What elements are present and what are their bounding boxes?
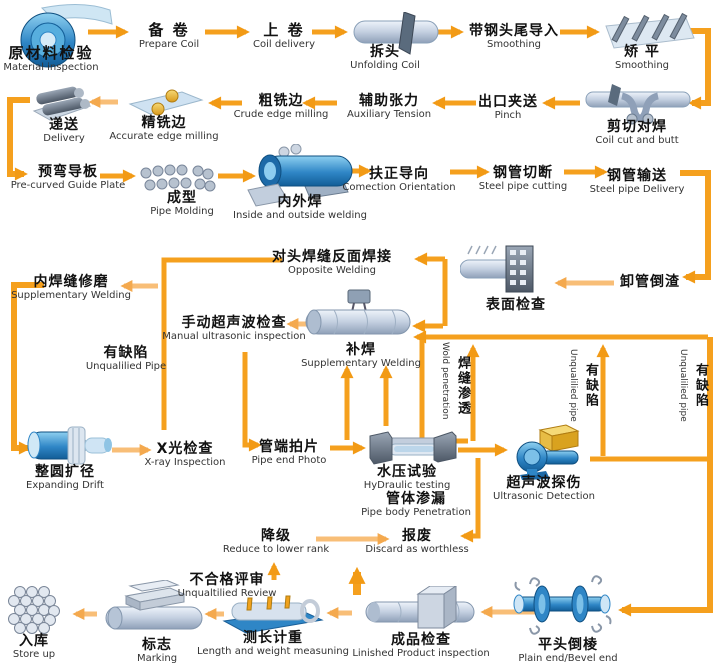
node-downgrade: 降级 Reduce to lower rank <box>222 528 330 556</box>
node-delivery: 递送 Delivery <box>43 117 85 145</box>
node-coil-delivery: 上 卷 Coil delivery <box>253 21 315 51</box>
node-pipe-body-penetration: 管体渗漏 Pipe body Penetration <box>361 491 471 519</box>
node-internal-weld-grinding: 内焊缝修磨 Supplementary Welding <box>11 274 131 302</box>
node-coil-cut-butt: 剪切对焊 Coil cut and butt <box>595 119 679 147</box>
node-store-up: 入库 Store up <box>12 633 56 661</box>
node-repair-welding: 补焊 Supplementary Welding <box>301 342 421 370</box>
node-unqualified-pipe-vertical-2: Unqualilied pipe 有缺陷 <box>678 349 708 422</box>
node-steel-pipe-cutting: 钢管切断 Steel pipe cutting <box>478 165 568 193</box>
node-plain-bevel-end: 平头倒棱 Plain end/Bevel end <box>518 637 618 665</box>
node-strip-lead-in: 带钢头尾导入 Smoothing <box>469 23 559 51</box>
node-discard: 报废 Discard as worthless <box>365 528 469 556</box>
node-leveling: 矫 平 Smoothing <box>614 44 670 72</box>
node-length-weight-measuring: 测长计重 Length and weight measuning <box>197 630 349 658</box>
node-auxiliary-tension: 辅助张力 Auxiliary Tension <box>346 93 432 121</box>
node-weld-penetration: Wold penetration 焊缝渗透 <box>440 342 470 420</box>
bevel-end-icon <box>513 575 612 635</box>
hydraulic-press-icon <box>369 431 457 465</box>
unfolding-coil-icon <box>353 12 439 55</box>
pipe-bundle-icon <box>8 586 60 634</box>
marking-icon <box>105 580 203 630</box>
coil-cut-butt-icon <box>585 84 691 125</box>
node-crude-edge-milling: 粗铣边 Crude edge milling <box>233 93 329 121</box>
node-material-inspection: 原材料检验 Material inspection <box>3 44 99 74</box>
node-pipe-molding: 成型 Pipe Molding <box>150 190 214 218</box>
node-opposite-welding: 对头焊缝反面焊接 Opposite Welding <box>272 249 392 277</box>
leveler-icon <box>605 12 695 49</box>
node-marking: 标志 Marking <box>136 637 178 665</box>
node-unqualified-pipe: 有缺陷 Unqualilied Pipe <box>85 345 167 373</box>
node-expanding-drift: 整圆扩径 Expanding Drift <box>26 464 104 492</box>
node-unqualified-review: 不合格评审 Unqualtilied Review <box>177 572 277 600</box>
node-prepare-coil: 备 卷 Prepare Coil <box>138 21 200 51</box>
node-ultrasonic-detection: 超声波探伤 Ultrasonic Detection <box>493 475 595 503</box>
inside-outside-welding-machine-icon <box>247 144 353 207</box>
node-unqualified-pipe-vertical-1: Unqualilied pipe 有缺陷 <box>568 349 598 422</box>
node-xray-inspection: X光检查 X-ray Inspection <box>144 441 226 469</box>
edge-milling-icon <box>128 89 204 116</box>
node-pipe-end-photo: 管端拍片 Pipe end Photo <box>251 439 327 467</box>
coil-icon <box>20 3 113 68</box>
node-unfolding-coil: 拆头 Unfolding Coil <box>350 44 420 72</box>
node-inside-outside-welding: 内外焊 Inside and outside welding <box>233 194 367 222</box>
ultrasonic-detector-icon <box>516 424 580 480</box>
node-accurate-edge-milling: 精铣边 Accurate edge milling <box>109 115 219 143</box>
node-hydraulic-testing: 水压试验 HyDraulic testing <box>363 464 451 492</box>
product-inspection-icon <box>365 586 475 629</box>
node-product-inspection: 成品检查 Linished Product inspection <box>352 632 490 660</box>
node-pre-curved-guide-plate: 预弯导板 Pre-curved Guide Plate <box>10 164 126 192</box>
pipe-molding-rollers-icon <box>140 164 216 192</box>
length-weight-icon <box>222 595 324 634</box>
node-pinch: 出口夹送 Pinch <box>478 94 538 122</box>
node-manual-ultrasonic-inspection: 手动超声波检查 Manual ultrasonic inspection <box>162 315 306 343</box>
surface-inspection-icon <box>460 245 534 293</box>
node-correction-orientation: 扶正导向 Comection Orientation <box>342 166 456 194</box>
node-unload-pipe: 卸管倒渣 <box>620 274 680 290</box>
node-surface-inspection: 表面检查 <box>486 297 546 313</box>
repair-welding-pipe-icon <box>305 289 411 335</box>
delivery-rollers-icon <box>32 86 92 121</box>
node-steel-pipe-delivery: 钢管输送 Steel pipe Delivery <box>589 168 685 196</box>
